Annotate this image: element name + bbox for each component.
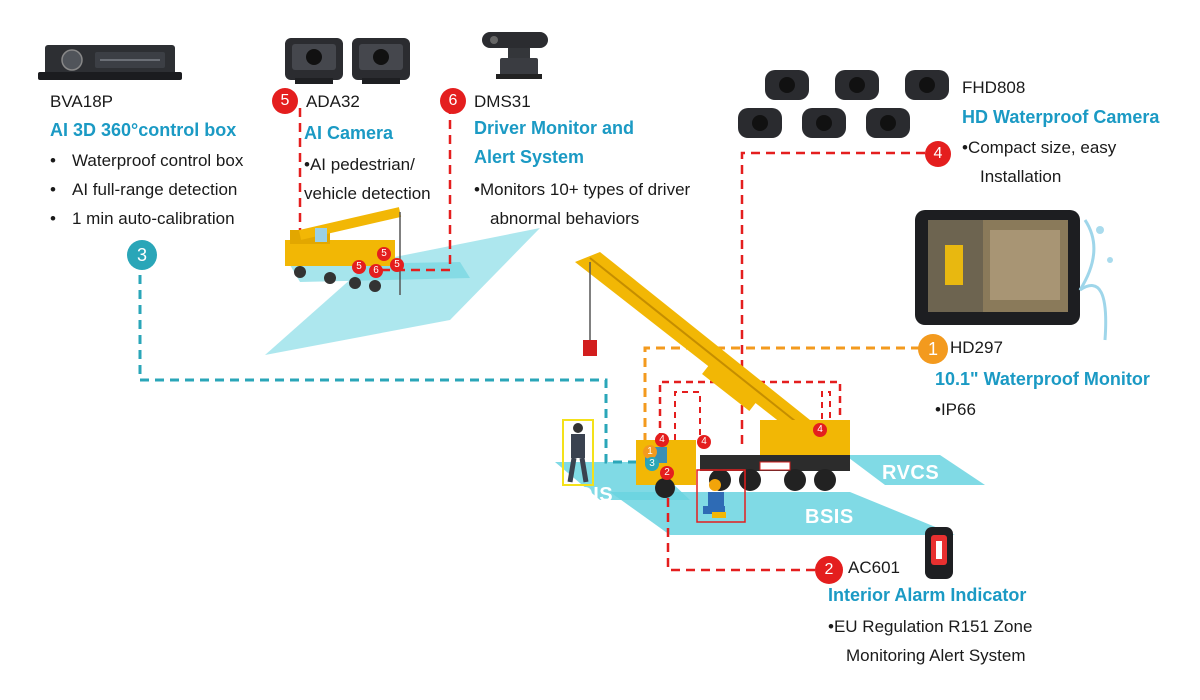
crane-badge-4: 4 (697, 435, 711, 449)
crane-truck-illustration (575, 252, 850, 498)
feature-item: abnormal behaviors (490, 209, 640, 228)
dms-features: •Monitors 10+ types of driver abnormal b… (474, 175, 690, 233)
hd-camera-icon (738, 70, 949, 138)
feature-item: Monitoring Alert System (846, 646, 1026, 665)
crane-badge-4: 4 (655, 433, 669, 447)
small-crane-badge-5: 5 (390, 258, 404, 272)
feature-item: •EU Regulation R151 Zone (828, 617, 1033, 636)
feature-item: •AI full-range detection (50, 180, 238, 199)
connector-monitor (643, 346, 920, 455)
ai-camera-icon (285, 38, 410, 84)
pedestrian-icon (562, 419, 594, 486)
monitor-icon (915, 210, 1113, 341)
badge-4: 4 (925, 141, 951, 167)
crane-badge-3: 3 (645, 457, 659, 471)
alarm-title: Interior Alarm Indicator (828, 585, 1027, 605)
feature-item: vehicle detection (304, 184, 431, 203)
small-crane-illustration (285, 207, 402, 295)
ai-camera-beam (265, 228, 540, 355)
feature-item: •Compact size, easy (962, 138, 1117, 157)
feature-item: •AI pedestrian/ (304, 155, 415, 174)
hd-camera-features: •Compact size, easy Installation (962, 133, 1116, 191)
feature-item: •Monitors 10+ types of driver (474, 180, 691, 199)
zone-label-mois: MOIS (560, 484, 614, 506)
connector-alarm (666, 480, 815, 572)
small-crane-badge-5: 5 (377, 247, 391, 261)
dms-title-line2: Alert System (474, 147, 585, 167)
hd-camera-model: FHD808 (962, 78, 1026, 97)
zone-label-rvcs: RVCS (882, 462, 940, 484)
connector-hd-camera (740, 151, 925, 450)
ai-camera-features: •AI pedestrian/ vehicle detection (304, 150, 431, 208)
monitor-model: HD297 (950, 338, 1003, 357)
control-box-model: BVA18P (50, 92, 114, 111)
dms-title-line1: Driver Monitor and (474, 118, 635, 138)
hd-camera-title: HD Waterproof Camera (962, 107, 1160, 127)
alarm-model: AC601 (848, 558, 900, 577)
small-crane-badge-6: 6 (369, 264, 383, 278)
badge-1: 1 (918, 334, 948, 364)
crane-badge-4: 4 (813, 423, 827, 437)
worker-icon (696, 469, 746, 523)
feature-item: •IP66 (935, 400, 976, 419)
dms-camera-icon (482, 32, 548, 79)
control-box-features: •Waterproof control box •AI full-range d… (50, 146, 243, 233)
alarm-indicator-icon (925, 527, 953, 579)
ai-camera-title: AI Camera (304, 123, 394, 143)
crane-badge-1: 1 (643, 445, 657, 459)
control-box-icon (38, 45, 182, 80)
ai-camera-model: ADA32 (306, 92, 360, 111)
badge-6: 6 (440, 88, 466, 114)
feature-item: •1 min auto-calibration (50, 209, 235, 228)
small-crane-badge-5: 5 (352, 260, 366, 274)
badge-5: 5 (272, 88, 298, 114)
connector-control-box (138, 275, 650, 464)
feature-item: Installation (980, 167, 1062, 186)
crane-badge-2: 2 (660, 466, 674, 480)
feature-item: •Waterproof control box (50, 151, 244, 170)
rvcs-zone (845, 455, 985, 485)
alarm-features: •EU Regulation R151 Zone Monitoring Aler… (828, 612, 1032, 670)
badge-3: 3 (127, 240, 157, 270)
bsis-zone (610, 492, 955, 535)
monitor-features: •IP66 (935, 395, 976, 424)
crane-camera-outline-2 (674, 391, 701, 440)
dms-model: DMS31 (474, 92, 531, 111)
control-box-title: AI 3D 360°control box (50, 120, 237, 140)
monitor-title: 10.1" Waterproof Monitor (935, 369, 1150, 389)
zone-label-bsis: BSIS (805, 506, 854, 528)
badge-2: 2 (815, 556, 843, 584)
